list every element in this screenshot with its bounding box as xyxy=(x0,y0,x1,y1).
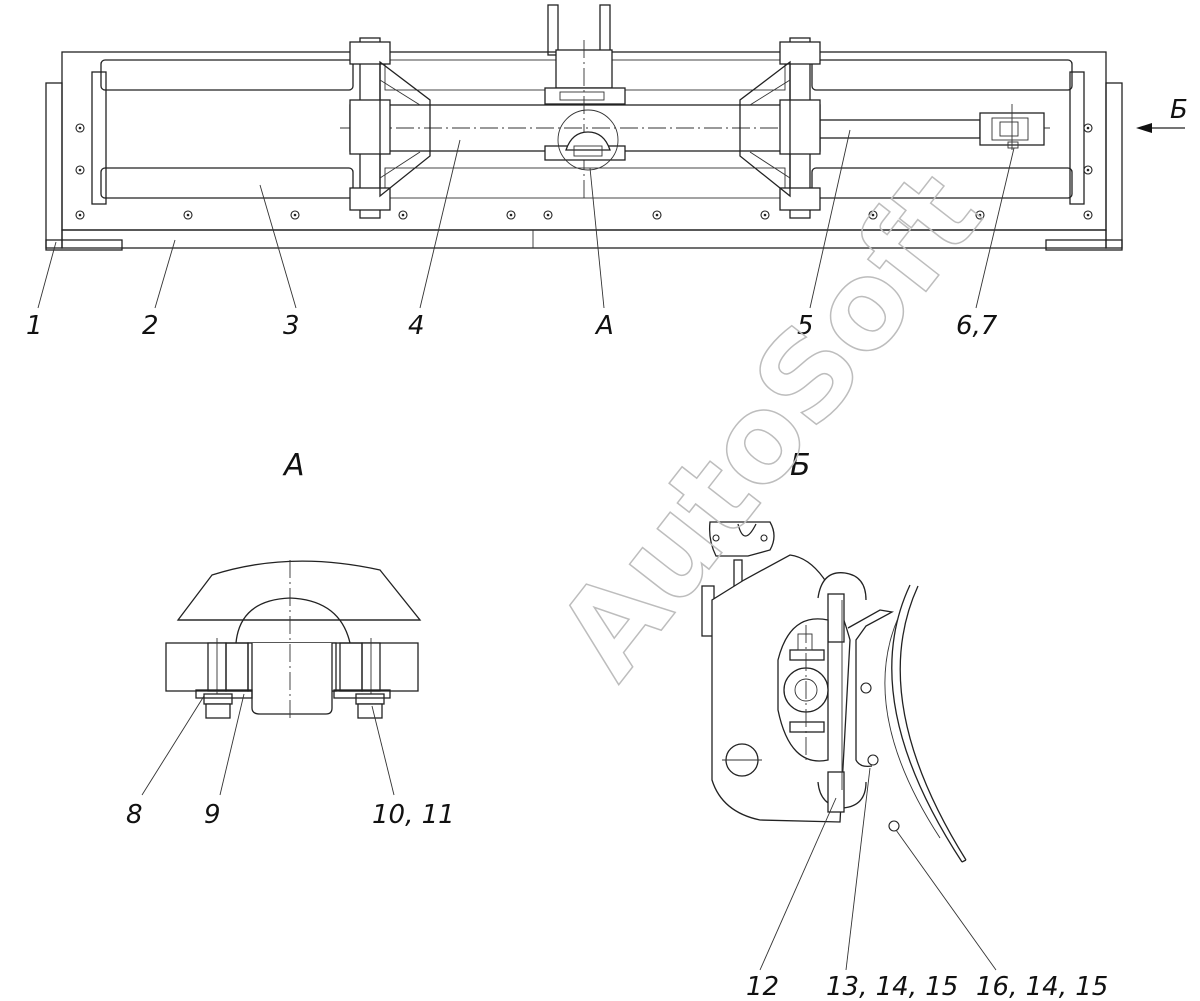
shaft-extension xyxy=(819,119,981,139)
callout-4: 4 xyxy=(408,311,425,341)
upper-roller-right xyxy=(811,59,1073,91)
right-bracket xyxy=(739,37,821,219)
hitch xyxy=(544,4,626,200)
callout-1: 1 xyxy=(26,311,43,341)
callout-2: 2 xyxy=(142,311,159,341)
view-arrow-label: Б xyxy=(1170,95,1188,125)
callout-13-14-15: 13, 14, 15 xyxy=(826,972,958,1001)
lower-roller-right xyxy=(811,167,1073,199)
left-bracket xyxy=(349,37,431,219)
callout-5: 5 xyxy=(797,311,814,341)
callout-12: 12 xyxy=(746,972,779,1001)
upper-roller-left xyxy=(100,59,354,91)
right-end-plate xyxy=(1105,82,1123,249)
section-a: A xyxy=(126,448,455,830)
callout-3: 3 xyxy=(283,311,300,341)
left-end-plate xyxy=(45,82,63,249)
callout-8: 8 xyxy=(126,800,143,830)
view-b-title: Б xyxy=(790,448,811,483)
bolt-holes xyxy=(75,123,1093,220)
lower-roller-left xyxy=(100,167,354,199)
section-a-title: A xyxy=(282,448,305,483)
view-b: Б xyxy=(701,448,1108,1001)
callout-9: 9 xyxy=(204,800,221,830)
main-view: Б 1 2 3 4 A 5 6,7 xyxy=(26,4,1188,341)
callout-6-7: 6,7 xyxy=(956,311,998,341)
callout-16-14-15: 16, 14, 15 xyxy=(976,972,1108,1001)
main-leaders xyxy=(37,129,1015,309)
callout-a: A xyxy=(594,311,614,341)
detail-a-marker xyxy=(557,109,619,171)
view-arrow-b: Б xyxy=(1136,95,1188,133)
callout-10-11: 10, 11 xyxy=(372,800,455,830)
